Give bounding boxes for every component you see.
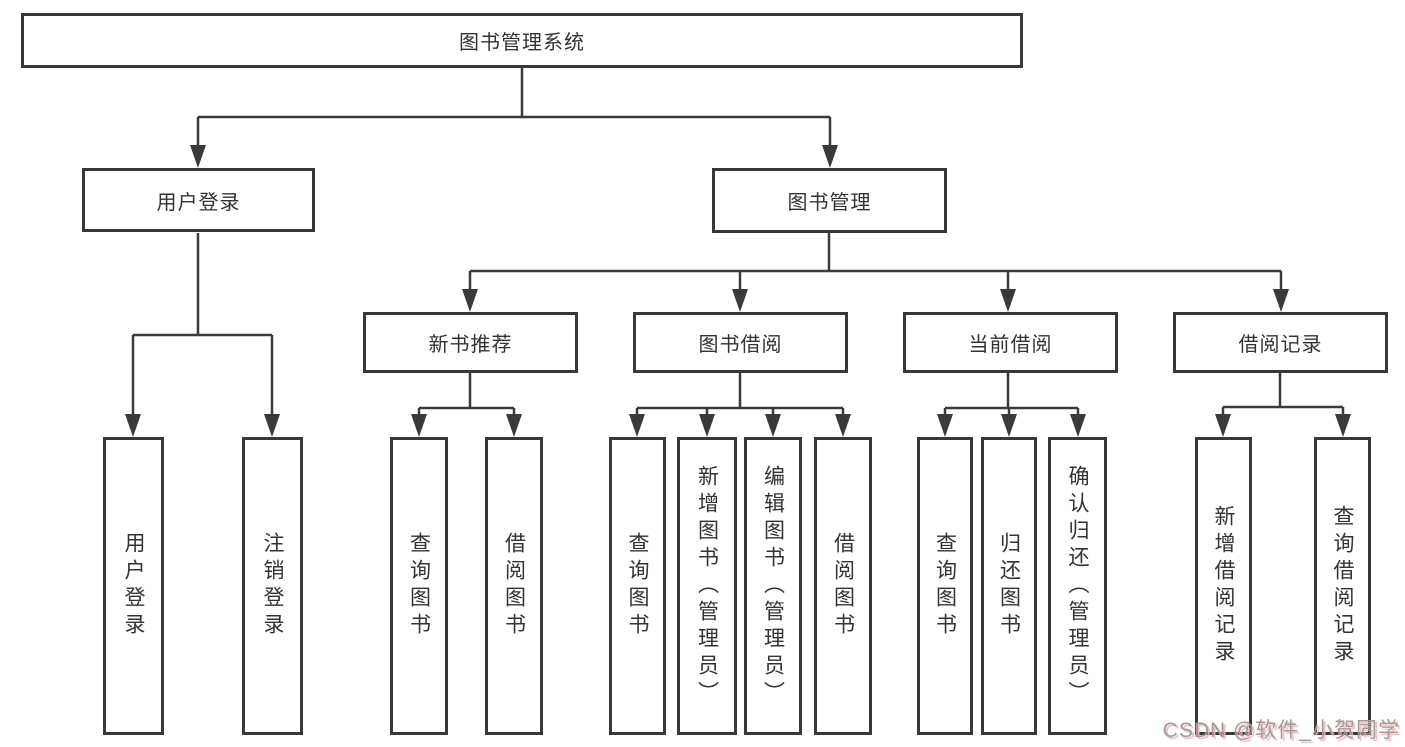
node-new-book-recommend: 新书推荐 — [363, 312, 578, 373]
arrowhead — [462, 289, 478, 312]
arrowhead — [1001, 414, 1017, 437]
node-label: 新增借阅记录 — [1212, 505, 1235, 667]
node-label: 当前借阅 — [968, 334, 1053, 356]
leaf-borrow-books-1: 借阅图书 — [485, 437, 543, 735]
arrowhead — [411, 414, 427, 437]
node-label: 借阅图书 — [502, 532, 526, 640]
node-label: 图书管理 — [787, 192, 872, 214]
arrowhead — [1000, 289, 1016, 312]
node-label: 新增图书（管理员） — [695, 464, 719, 708]
node-label: 借阅图书 — [831, 532, 855, 640]
arrowhead — [1273, 289, 1289, 312]
arrowhead — [506, 414, 522, 437]
arrowheads — [125, 145, 1351, 437]
node-label: 确认归还（管理员） — [1066, 464, 1089, 708]
node-label: 查询借阅记录 — [1331, 505, 1354, 667]
leaf-user-login: 用户登录 — [103, 437, 164, 735]
arrowhead — [835, 414, 851, 437]
leaf-add-borrow-record: 新增借阅记录 — [1195, 437, 1252, 735]
arrowhead — [1335, 414, 1351, 437]
node-label: 查询图书 — [933, 532, 957, 640]
arrowhead — [629, 414, 645, 437]
leaf-query-books-3: 查询图书 — [917, 437, 973, 735]
node-user-login-group: 用户登录 — [82, 168, 315, 232]
arrowhead — [822, 145, 838, 168]
arrowhead — [190, 145, 206, 168]
node-label: 借阅记录 — [1238, 334, 1323, 356]
arrowhead — [1070, 414, 1086, 437]
node-label: 查询图书 — [626, 532, 649, 640]
arrowhead — [1215, 414, 1231, 437]
node-label: 归还图书 — [997, 532, 1021, 640]
node-label: 查询图书 — [407, 532, 431, 640]
leaf-logout: 注销登录 — [242, 437, 303, 735]
arrowhead — [699, 414, 715, 437]
arrowhead — [732, 289, 748, 312]
arrowhead — [125, 414, 141, 437]
node-label: 编辑图书（管理员） — [761, 464, 785, 708]
arrowhead — [264, 414, 280, 437]
node-label: 图书管理系统 — [459, 32, 585, 54]
node-borrow-records: 借阅记录 — [1173, 312, 1388, 373]
leaf-query-books-1: 查询图书 — [390, 437, 448, 735]
arrowhead — [937, 414, 953, 437]
node-label: 用户登录 — [122, 532, 145, 640]
arrowhead — [765, 414, 781, 437]
node-label: 图书借阅 — [698, 334, 783, 356]
node-label: 用户登录 — [156, 191, 241, 214]
node-current-borrowing: 当前借阅 — [903, 312, 1118, 373]
leaf-confirm-return-admin: 确认归还（管理员） — [1048, 437, 1107, 735]
leaf-add-books-admin: 新增图书（管理员） — [677, 437, 737, 735]
csdn-watermark: CSDN @软件_小贺同学 — [1162, 719, 1400, 742]
node-book-borrowing: 图书借阅 — [633, 312, 848, 373]
node-library-management-system: 图书管理系统 — [21, 13, 1023, 68]
node-label: 新书推荐 — [428, 334, 513, 356]
leaf-edit-books-admin: 编辑图书（管理员） — [744, 437, 802, 735]
leaf-query-borrow-record: 查询借阅记录 — [1314, 437, 1371, 735]
leaf-return-books: 归还图书 — [981, 437, 1037, 735]
leaf-borrow-books-2: 借阅图书 — [814, 437, 872, 735]
node-label: 注销登录 — [261, 532, 284, 640]
leaf-query-books-2: 查询图书 — [609, 437, 666, 735]
node-book-management: 图书管理 — [712, 168, 947, 233]
